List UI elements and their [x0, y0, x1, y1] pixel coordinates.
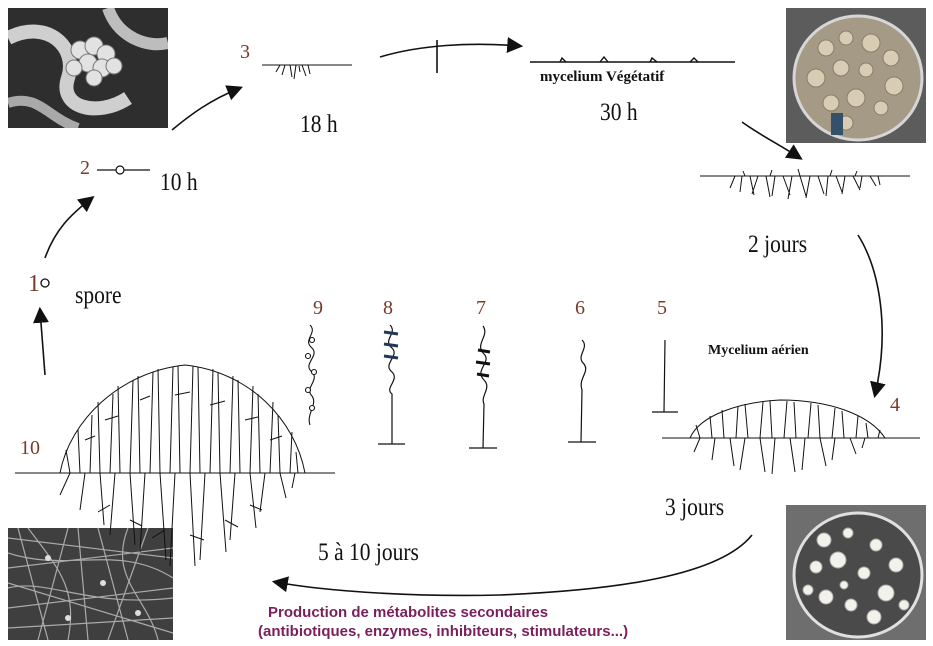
vegetative-mycelium-shape: [530, 57, 735, 62]
arrow-3-to-vegetative: [380, 44, 520, 57]
stage-7-shape: [469, 326, 497, 448]
stage-2-time: 10 h: [160, 170, 198, 195]
stage-1-number: 1: [28, 272, 40, 296]
arrow-vegetative-to-4a: [742, 122, 800, 158]
three-days-time: 3 jours: [665, 495, 724, 520]
stage-9-shape: [306, 325, 317, 425]
arrow-2days-to-4: [858, 235, 882, 395]
mature-colony-shape: [15, 365, 335, 566]
stage-6-number: 6: [575, 298, 585, 318]
stage-8-shape: [378, 325, 405, 444]
stage-4-number: 4: [890, 395, 900, 415]
aerial-mycelium-shape: [662, 400, 920, 474]
stage-5-shape: [652, 340, 678, 412]
arrow-10-to-1: [40, 310, 45, 375]
vegetative-time: 30 h: [600, 100, 638, 125]
secondary-metabolites-line1: Production de métabolites secondaires: [268, 605, 548, 620]
stage-3-time: 18 h: [300, 112, 338, 137]
vegetative-mycelium-label: mycelium Végétatif: [540, 70, 664, 85]
stage-2-number: 2: [80, 158, 90, 178]
two-days-time: 2 jours: [748, 232, 807, 257]
aerial-mycelium-label: Mycelium aérien: [708, 344, 809, 358]
secondary-metabolites-line2: (antibiotiques, enzymes, inhibiteurs, st…: [258, 624, 628, 639]
mycelium-2days-shape: [700, 169, 910, 199]
arrow-2-to-3: [172, 88, 240, 130]
stage-3-number: 3: [240, 42, 250, 62]
stage-10-time: 5 à 10 jours: [318, 540, 419, 565]
young-mycelium-shape: [262, 65, 352, 79]
stage-10-number: 10: [20, 438, 40, 458]
stage-9-number: 9: [313, 298, 323, 318]
stage-8-number: 8: [383, 298, 393, 318]
arrow-1-to-2: [45, 198, 92, 258]
stage-7-number: 7: [476, 298, 486, 318]
germinating-spore-shape: [97, 166, 150, 174]
stage-5-number: 5: [657, 298, 667, 318]
stage-6-shape: [568, 340, 596, 442]
spore-shape: [41, 279, 49, 287]
spore-label: spore: [75, 283, 122, 308]
